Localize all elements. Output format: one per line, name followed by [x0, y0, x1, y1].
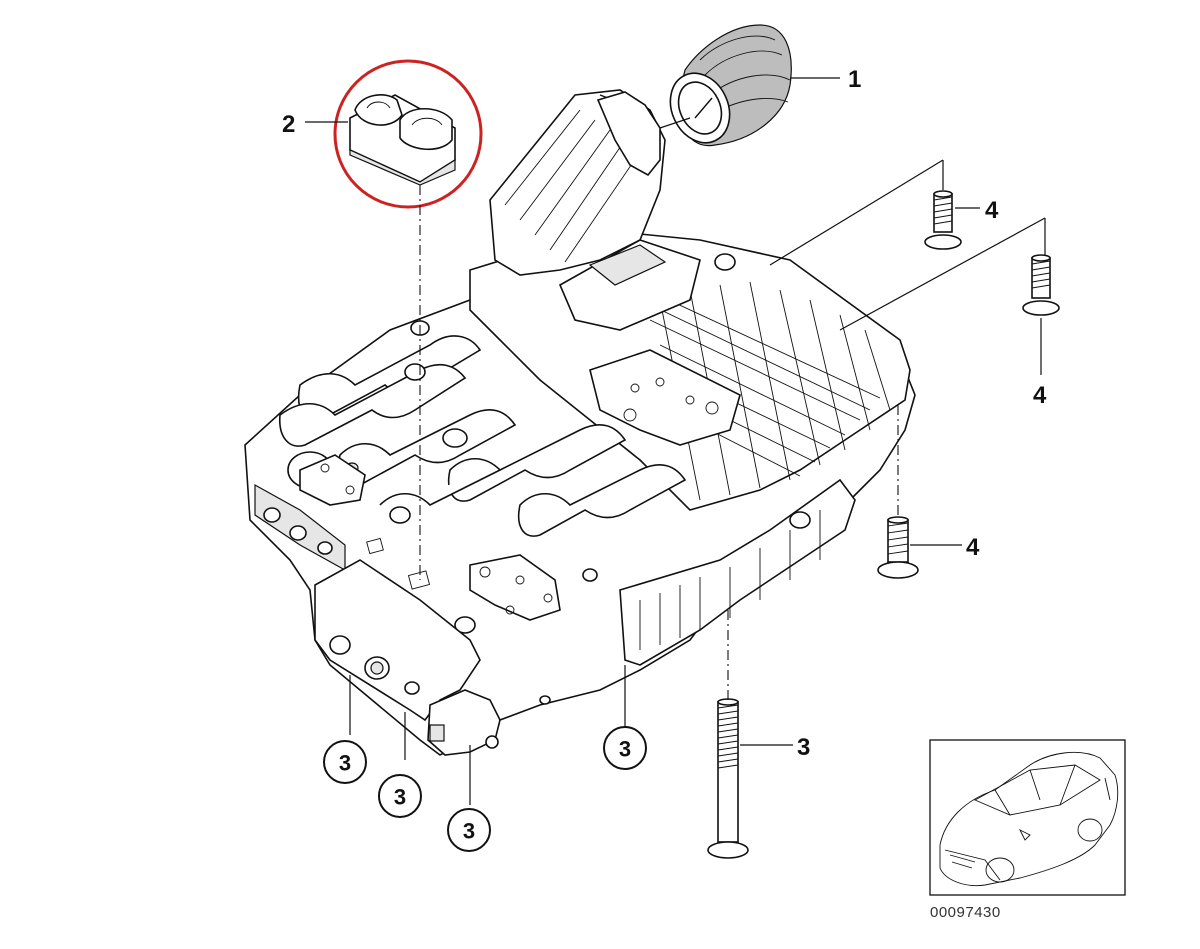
part-4-screw-c [877, 516, 919, 579]
callout-4b: 4 [1033, 382, 1047, 409]
part-4-screw-b [1022, 254, 1060, 316]
valve-body-assembly [244, 89, 916, 756]
callout-3c: 3 [447, 808, 491, 852]
valve-spools [279, 253, 736, 634]
part-4-screw-a [924, 190, 962, 250]
callout-3d: 3 [603, 726, 647, 770]
callout-4a: 4 [985, 197, 999, 224]
vehicle-thumbnail [929, 739, 1126, 896]
svg-text:3: 3 [619, 737, 631, 762]
svg-text:3: 3 [463, 819, 475, 844]
part-3-long-bolt [707, 698, 749, 859]
highlight-circle [333, 59, 483, 209]
callout-3e: 3 [797, 734, 810, 761]
callout-3b: 3 [378, 774, 422, 818]
callout-1: 1 [848, 66, 861, 93]
callout-3a: 3 [323, 740, 367, 784]
svg-text:3: 3 [394, 785, 406, 810]
thumbnail-frame [929, 739, 1126, 896]
part-2-seal [349, 94, 456, 186]
car-icon [939, 752, 1119, 887]
callout-4c: 4 [966, 534, 980, 561]
catalog-number: 00097430 [930, 904, 1001, 921]
callout-2: 2 [282, 111, 295, 138]
part-1-adapter-sleeve [659, 24, 792, 147]
center-lines [349, 159, 1046, 805]
svg-text:3: 3 [339, 751, 351, 776]
